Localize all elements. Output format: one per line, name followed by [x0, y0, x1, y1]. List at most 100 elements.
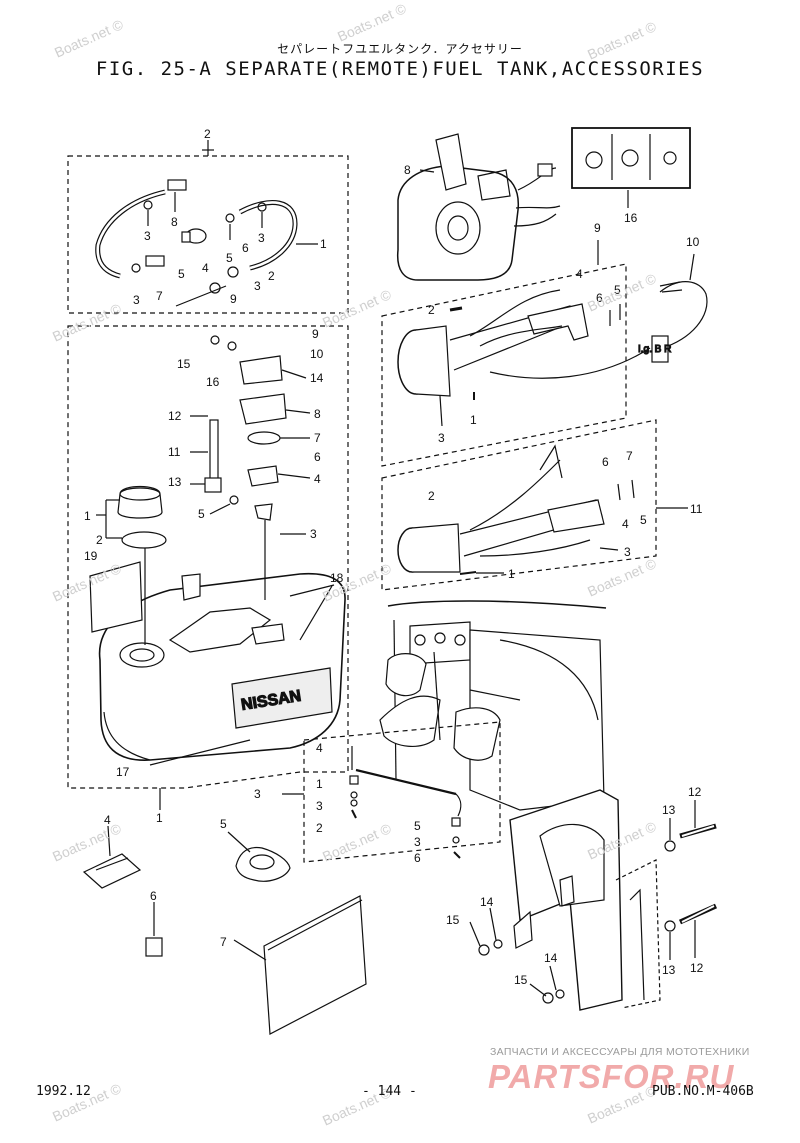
filler-cap-top [119, 487, 161, 501]
washer-part [210, 335, 220, 345]
clamp-part [227, 266, 239, 278]
transom-outline [615, 859, 661, 1009]
engine-cowl-edge [387, 600, 607, 609]
washer-part [350, 791, 358, 799]
callout: 7 [220, 935, 227, 949]
callout: 4 [622, 517, 629, 531]
fuel-hose-core [239, 201, 297, 270]
callout: 9 [594, 221, 601, 235]
tank-filler-neck [119, 642, 165, 668]
gauge-rod [209, 419, 219, 481]
gauge-plate [247, 465, 279, 487]
screw-part [631, 479, 635, 499]
fuel-line-assembly [67, 140, 349, 314]
vent-fitting [181, 573, 201, 601]
clamp-part [225, 213, 235, 223]
leader-line [439, 395, 443, 427]
bolt-12-core [681, 905, 715, 923]
engine-side [393, 619, 397, 781]
leader-line [529, 983, 547, 997]
tank-handle [168, 607, 272, 653]
screw-part [351, 809, 357, 819]
wiring [479, 539, 591, 557]
wiring [515, 205, 561, 209]
leader-line [227, 831, 251, 853]
wiring [469, 459, 561, 531]
ignition-harness: I.g. B R [637, 253, 708, 363]
control-hub-inner [447, 215, 469, 241]
fuel-hose-core [96, 190, 166, 278]
callout: 13 [168, 475, 182, 489]
washer-part [227, 341, 237, 351]
bolt-12-core [681, 825, 715, 837]
callout: 3 [414, 835, 421, 849]
callout: 14 [310, 371, 324, 385]
linkage-kit-box [303, 721, 501, 863]
connector-plug [537, 163, 553, 177]
callout: 17 [116, 765, 130, 779]
engine-bracket-assembly [379, 600, 607, 811]
harness-lead [661, 289, 683, 293]
callout: 3 [133, 293, 140, 307]
callout: 14 [480, 895, 494, 909]
callout: 12 [688, 785, 702, 799]
panel-switch [621, 149, 639, 167]
gauge-mount-bracket [547, 499, 605, 533]
callout: 6 [242, 241, 249, 255]
washer-14 [555, 989, 565, 999]
filler-cap [117, 485, 163, 519]
ignition-marking: I.g. B R [638, 344, 671, 355]
valve-part [181, 231, 191, 243]
callout: 8 [171, 215, 178, 229]
callout: 3 [144, 229, 151, 243]
switch-panel [571, 127, 691, 208]
o-ring [247, 431, 281, 445]
leader-line [175, 285, 227, 307]
callout: 10 [686, 235, 700, 249]
gauge-gasket [239, 393, 287, 425]
callout: 16 [624, 211, 638, 225]
brand-subtitle: ЗАПЧАСТИ И АКСЕССУАРЫ ДЛЯ МОТОТЕХНИКИ [490, 1046, 750, 1058]
callout: 7 [626, 449, 633, 463]
callout: 3 [438, 431, 445, 445]
wiring [489, 347, 651, 379]
callout: 8 [404, 163, 411, 177]
transom-board [629, 888, 645, 1001]
manual-edge [267, 899, 363, 951]
tachometer-housing [415, 325, 451, 397]
callout: 3 [624, 545, 631, 559]
clamp-part [257, 202, 267, 212]
leader-line [299, 585, 333, 641]
callout: 4 [202, 261, 209, 275]
callout: 2 [268, 269, 275, 283]
leader-line [289, 584, 335, 597]
leader-line [469, 921, 481, 947]
callout: 7 [314, 431, 321, 445]
tachometer-kit [381, 240, 651, 467]
footer-date: 1992.12 [36, 1084, 91, 1099]
figure-title: FIG. 25-A SEPARATE(REMOTE)FUEL TANK,ACCE… [95, 58, 705, 80]
callout: 4 [316, 741, 323, 755]
callout: 3 [254, 787, 261, 801]
tank-edge [103, 711, 151, 761]
leader-line [689, 253, 695, 281]
link-rod [355, 768, 457, 796]
callout: 7 [156, 289, 163, 303]
tool-bag [82, 853, 142, 889]
callout: 4 [104, 813, 111, 827]
tank-filler-opening [129, 648, 155, 662]
callout: 5 [198, 507, 205, 521]
footer-publication-number: PUB.NO.M-406B [652, 1084, 754, 1099]
callout: 15 [177, 357, 191, 371]
tank-gauge-port [251, 623, 285, 645]
callout: 3 [310, 527, 317, 541]
callout: 13 [662, 963, 676, 977]
callout: 15 [446, 913, 460, 927]
callout: 6 [150, 889, 157, 903]
control-lever [435, 133, 467, 191]
washer-13 [664, 840, 676, 852]
panel-switch [585, 151, 603, 169]
callout: 12 [690, 961, 704, 975]
